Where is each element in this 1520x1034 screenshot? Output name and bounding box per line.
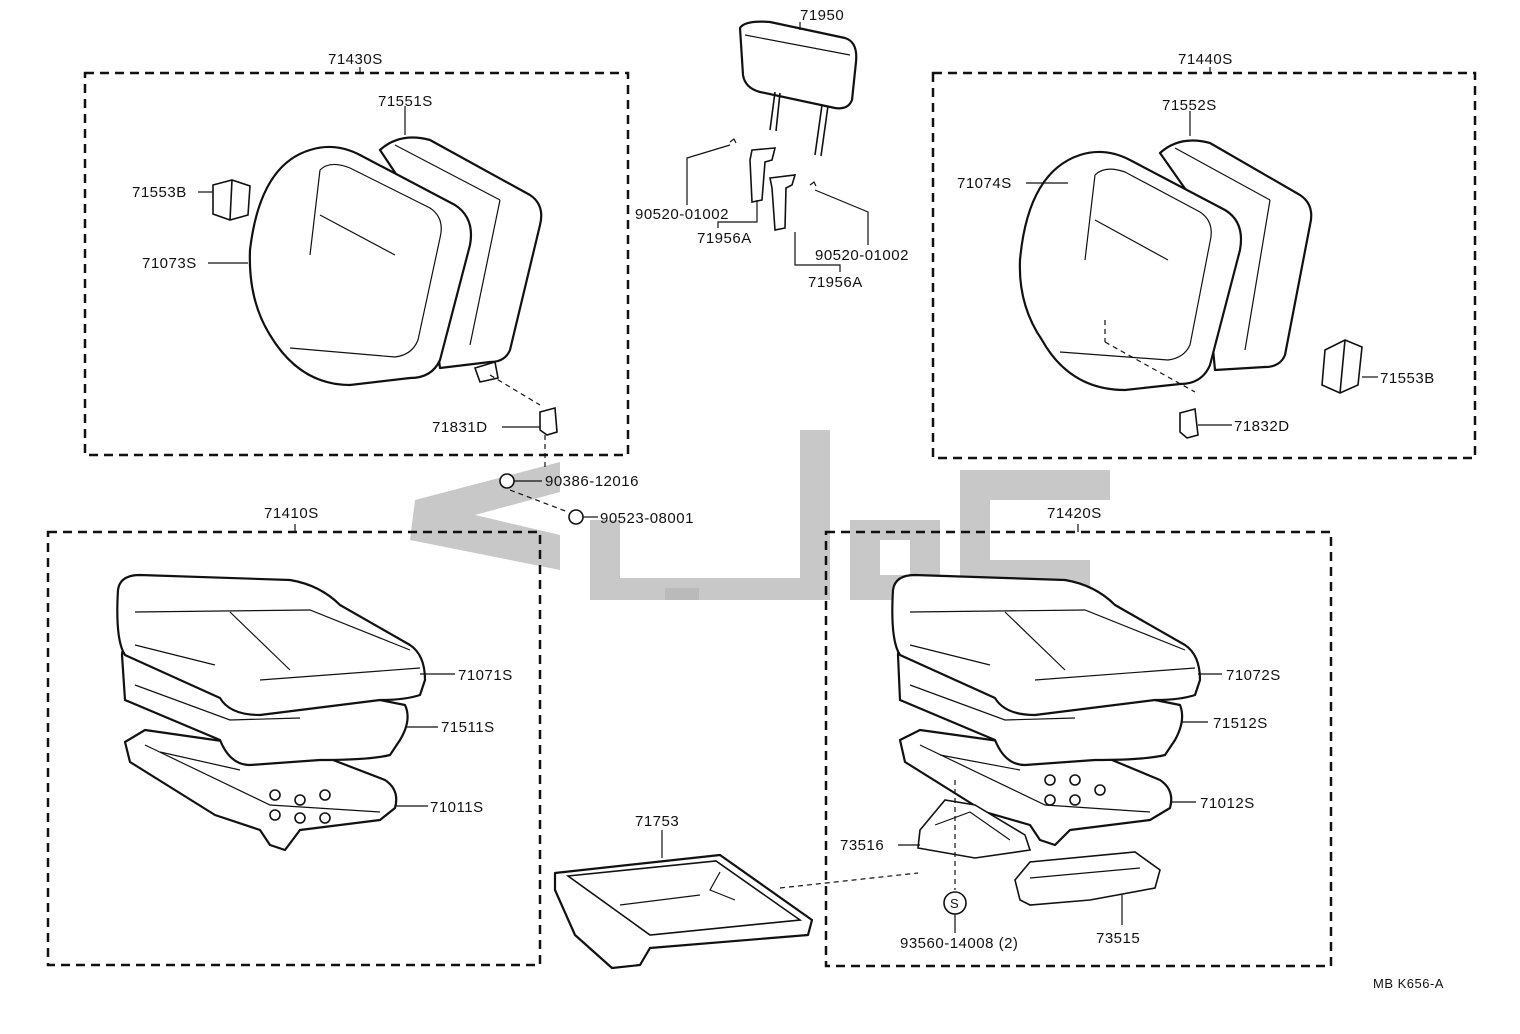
label-cover-right: 71074S xyxy=(957,175,1012,192)
seatback-right-drawing xyxy=(1018,139,1363,394)
label-bracket-upper: 73516 xyxy=(840,837,884,854)
label-cushion-cover-left: 71071S xyxy=(458,667,513,684)
hook-left-icon xyxy=(539,406,558,436)
label-support-right: 71956A xyxy=(808,274,863,291)
label-frame-right: 71012S xyxy=(1200,795,1255,812)
label-bolt: 90523-08001 xyxy=(600,510,694,527)
label-cushion-pad-left: 71511S xyxy=(441,719,495,736)
label-clip-left: 90520-01002 xyxy=(635,206,729,223)
cushion-left-box xyxy=(46,530,542,967)
label-tray: 71753 xyxy=(635,813,679,830)
label-screw-symbol: S xyxy=(950,896,959,911)
label-clip-right: 90520-01002 xyxy=(815,247,909,264)
label-knob-left: 71553B xyxy=(132,184,187,201)
label-cover-left: 71073S xyxy=(142,255,197,272)
diagram-code: MB K656-A xyxy=(1373,976,1444,991)
label-frame-left: 71011S xyxy=(430,799,484,816)
label-bracket-lower: 73515 xyxy=(1096,930,1140,947)
cushion-right-box xyxy=(824,530,1333,968)
label-hook-right: 71832D xyxy=(1234,418,1290,435)
label-seatback-right-assy: 71440S xyxy=(1178,51,1233,68)
label-hook-left: 71831D xyxy=(432,419,488,436)
label-screw: 93560-14008 (2) xyxy=(900,935,1018,952)
hook-right-icon xyxy=(1179,407,1199,439)
label-cushion-cover-right: 71072S xyxy=(1226,667,1281,684)
label-seatback-left-assy: 71430S xyxy=(328,51,383,68)
label-cushion-pad-right: 71512S xyxy=(1213,715,1268,732)
nut-icon xyxy=(499,473,515,489)
cushion-left-drawing xyxy=(116,573,427,852)
label-cushion-left-assy: 71410S xyxy=(264,505,319,522)
headrest-drawing xyxy=(729,20,858,231)
label-nut: 90386-12016 xyxy=(545,473,639,490)
bolt-icon xyxy=(568,509,584,525)
label-pad-left: 71551S xyxy=(378,93,433,110)
cushion-right-drawing xyxy=(891,573,1202,906)
label-headrest: 71950 xyxy=(800,7,844,24)
label-knob-right: 71553B xyxy=(1380,370,1435,387)
seatback-left-drawing xyxy=(212,136,543,387)
seatback-left-box xyxy=(83,71,630,457)
label-pad-right: 71552S xyxy=(1162,97,1217,114)
seatback-right-box xyxy=(931,71,1477,460)
watermark-logo xyxy=(410,430,1110,600)
label-support-left: 71956A xyxy=(697,230,752,247)
label-cushion-right-assy: 71420S xyxy=(1047,505,1102,522)
tray-drawing xyxy=(553,853,814,970)
